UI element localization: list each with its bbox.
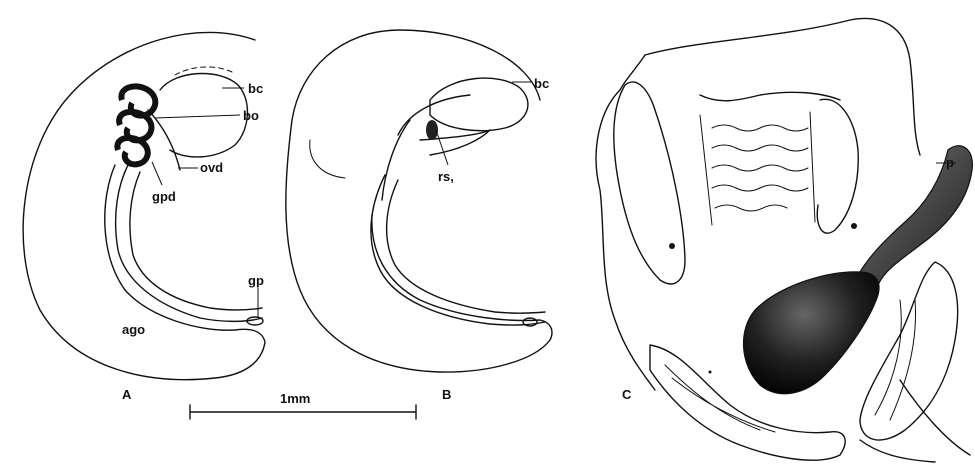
panel-a-duct-inner bbox=[130, 172, 262, 310]
panel-c-left-lobe bbox=[614, 82, 685, 284]
panel-b-outline bbox=[286, 30, 552, 372]
panel-a-coil bbox=[117, 86, 180, 170]
panel-c-speck bbox=[709, 371, 712, 374]
panel-c-folds bbox=[700, 112, 815, 225]
label-a-bo: bo bbox=[243, 108, 259, 123]
panel-c-middle-bump bbox=[700, 92, 840, 100]
label-a-ovd: ovd bbox=[200, 160, 223, 175]
leader-a-gpd bbox=[152, 162, 162, 185]
scale-bar bbox=[190, 405, 416, 419]
panel-b-drawing bbox=[286, 30, 552, 372]
panel-c-bulb bbox=[744, 272, 880, 394]
panel-label-b: B bbox=[442, 387, 451, 402]
label-a-ago: ago bbox=[122, 322, 145, 337]
panel-c-dot-left bbox=[669, 243, 675, 249]
panel-a-duct bbox=[116, 165, 262, 321]
panel-c-drawing bbox=[596, 18, 972, 462]
panel-b-bursa-neck bbox=[382, 120, 410, 200]
panel-label-c: C bbox=[622, 387, 632, 402]
leader-b-rs bbox=[436, 130, 448, 165]
panel-c-dot-right bbox=[851, 223, 857, 229]
label-a-gp: gp bbox=[248, 273, 264, 288]
panel-c-penis-stalk bbox=[858, 146, 972, 285]
panel-label-a: A bbox=[122, 387, 132, 402]
label-a-bc: bc bbox=[248, 81, 263, 96]
panel-b-duct-inner bbox=[387, 180, 545, 313]
panel-b-bursa bbox=[430, 78, 528, 131]
label-b-bc: bc bbox=[534, 76, 549, 91]
label-c-p: p bbox=[946, 155, 954, 170]
panel-b-duct bbox=[371, 175, 545, 325]
panel-b-inner-ring bbox=[398, 95, 490, 155]
scale-bar-label: 1mm bbox=[280, 391, 310, 406]
leader-a-bo bbox=[155, 115, 240, 118]
panel-b-top-line bbox=[310, 140, 345, 178]
panel-c-right-lobe bbox=[817, 99, 858, 233]
label-b-rs: rs, bbox=[438, 169, 454, 184]
label-a-gpd: gpd bbox=[152, 189, 176, 204]
